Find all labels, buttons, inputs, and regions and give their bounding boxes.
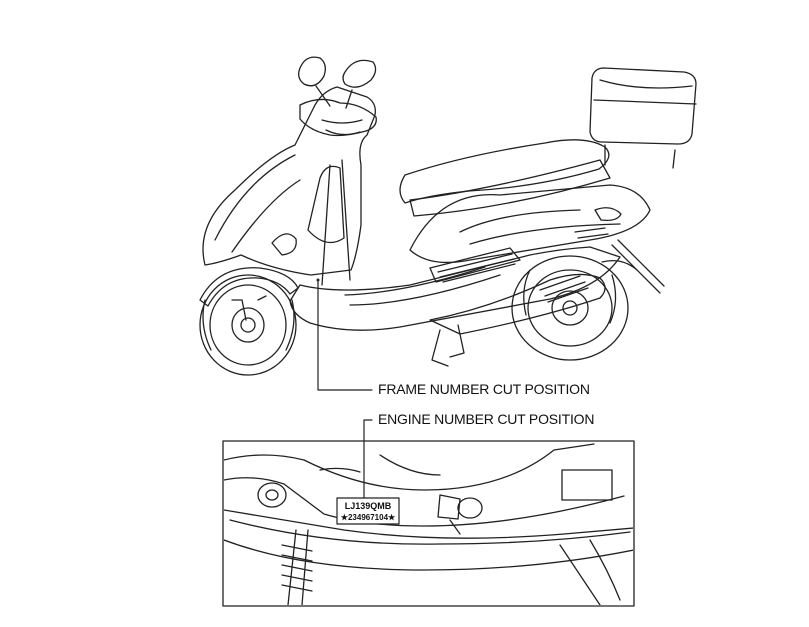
engine-serial-number: ★234967104★ bbox=[341, 513, 396, 522]
seat-base bbox=[409, 159, 611, 217]
handlebar bbox=[321, 119, 363, 136]
engine-model-code: LJ139QMB bbox=[345, 501, 392, 511]
steering-column bbox=[321, 159, 351, 286]
engine-detail-frame bbox=[222, 440, 635, 607]
floorboard bbox=[289, 246, 621, 331]
rear-wheel bbox=[511, 255, 629, 361]
frame-callout-line bbox=[316, 278, 373, 391]
engine-number-label: ENGINE NUMBER CUT POSITION bbox=[378, 411, 595, 427]
side-body bbox=[409, 184, 651, 264]
center-stand bbox=[431, 324, 465, 367]
body-contour bbox=[214, 154, 301, 253]
engine-fins bbox=[539, 275, 589, 303]
front-fender bbox=[199, 267, 299, 307]
engine-detail-illustration: LJ139QMB ★234967104★ bbox=[224, 443, 633, 605]
scooter-illustration bbox=[199, 56, 697, 376]
tail-light bbox=[594, 207, 622, 222]
side-vent bbox=[574, 227, 609, 239]
seat bbox=[399, 139, 610, 204]
engine-number-plate bbox=[336, 497, 400, 525]
side-contour bbox=[459, 209, 621, 245]
swingarm bbox=[429, 273, 606, 335]
top-case bbox=[589, 67, 697, 169]
front-light bbox=[271, 233, 297, 256]
front-wheel bbox=[199, 274, 297, 376]
front-body bbox=[202, 86, 376, 276]
rear-shock bbox=[601, 239, 665, 294]
frame-number-label: FRAME NUMBER CUT POSITION bbox=[378, 381, 590, 397]
inner-panel bbox=[307, 165, 345, 244]
floor-contour bbox=[344, 266, 501, 306]
floor-vent bbox=[429, 247, 521, 283]
mirrors bbox=[298, 56, 377, 109]
headset bbox=[299, 98, 377, 137]
engine-callout-line bbox=[363, 419, 373, 501]
